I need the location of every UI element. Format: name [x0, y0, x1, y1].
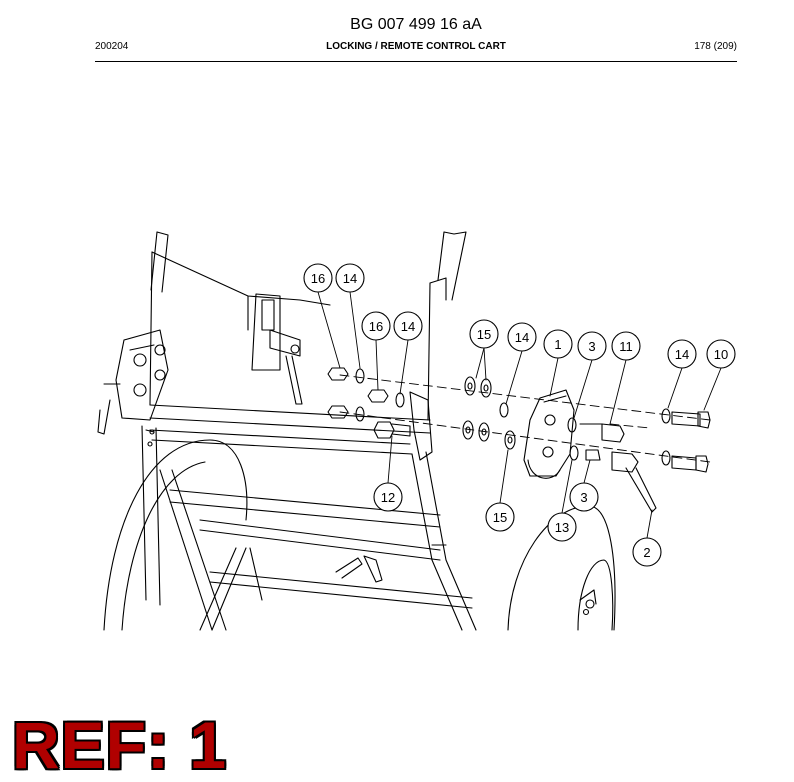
svg-text:16: 16 — [369, 319, 383, 334]
svg-text:14: 14 — [343, 271, 357, 286]
callout-16: 16 — [361, 311, 391, 341]
callout-3: 3 — [577, 331, 607, 361]
svg-text:3: 3 — [588, 339, 595, 354]
svg-text:15: 15 — [477, 327, 491, 342]
callout-11: 11 — [611, 331, 641, 361]
cart-frame — [141, 231, 477, 631]
callout-10: 10 — [706, 339, 736, 369]
lower-fittings — [335, 555, 597, 605]
hardware-stack-left — [327, 367, 433, 461]
central-latch — [251, 293, 303, 405]
hardware-stack-right — [567, 408, 711, 513]
svg-text:14: 14 — [515, 330, 529, 345]
callout-2: 2 — [632, 537, 662, 567]
callout-15: 15 — [485, 502, 515, 532]
callout-14: 14 — [507, 322, 537, 352]
svg-text:14: 14 — [401, 319, 415, 334]
left-clamp-assembly — [97, 329, 169, 447]
callout-12: 12 — [373, 482, 403, 512]
svg-text:10: 10 — [714, 347, 728, 362]
ref-label: REF: 1 — [12, 708, 228, 782]
hardware-stack-middle — [462, 376, 516, 450]
svg-text:11: 11 — [619, 339, 633, 354]
svg-text:16: 16 — [311, 271, 325, 286]
callout-13: 13 — [547, 512, 577, 542]
svg-text:3: 3 — [580, 490, 587, 505]
section-title: LOCKING / REMOTE CONTROL CART — [326, 41, 506, 52]
svg-text:12: 12 — [381, 490, 395, 505]
date-code: 200204 — [95, 41, 129, 52]
callout-1: 1 — [543, 329, 573, 359]
locking-bracket-part-1 — [523, 389, 575, 479]
document-number: BG 007 499 16 aA — [350, 16, 482, 33]
callout-15: 15 — [469, 319, 499, 349]
svg-text:14: 14 — [675, 347, 689, 362]
leader-lines — [317, 291, 722, 539]
callout-3: 3 — [569, 482, 599, 512]
svg-text:2: 2 — [643, 545, 650, 560]
callout-14: 14 — [393, 311, 423, 341]
callout-14: 14 — [335, 263, 365, 293]
callout-16: 16 — [303, 263, 333, 293]
header-rule — [95, 61, 737, 62]
callout-14: 14 — [667, 339, 697, 369]
callouts: 16 14 16 14 15 14 1 3 11 14 10 12 15 13 … — [303, 263, 736, 567]
svg-text:1: 1 — [554, 337, 561, 352]
svg-text:15: 15 — [493, 510, 507, 525]
svg-text:13: 13 — [555, 520, 569, 535]
page-info: 178 (209) — [694, 41, 737, 52]
